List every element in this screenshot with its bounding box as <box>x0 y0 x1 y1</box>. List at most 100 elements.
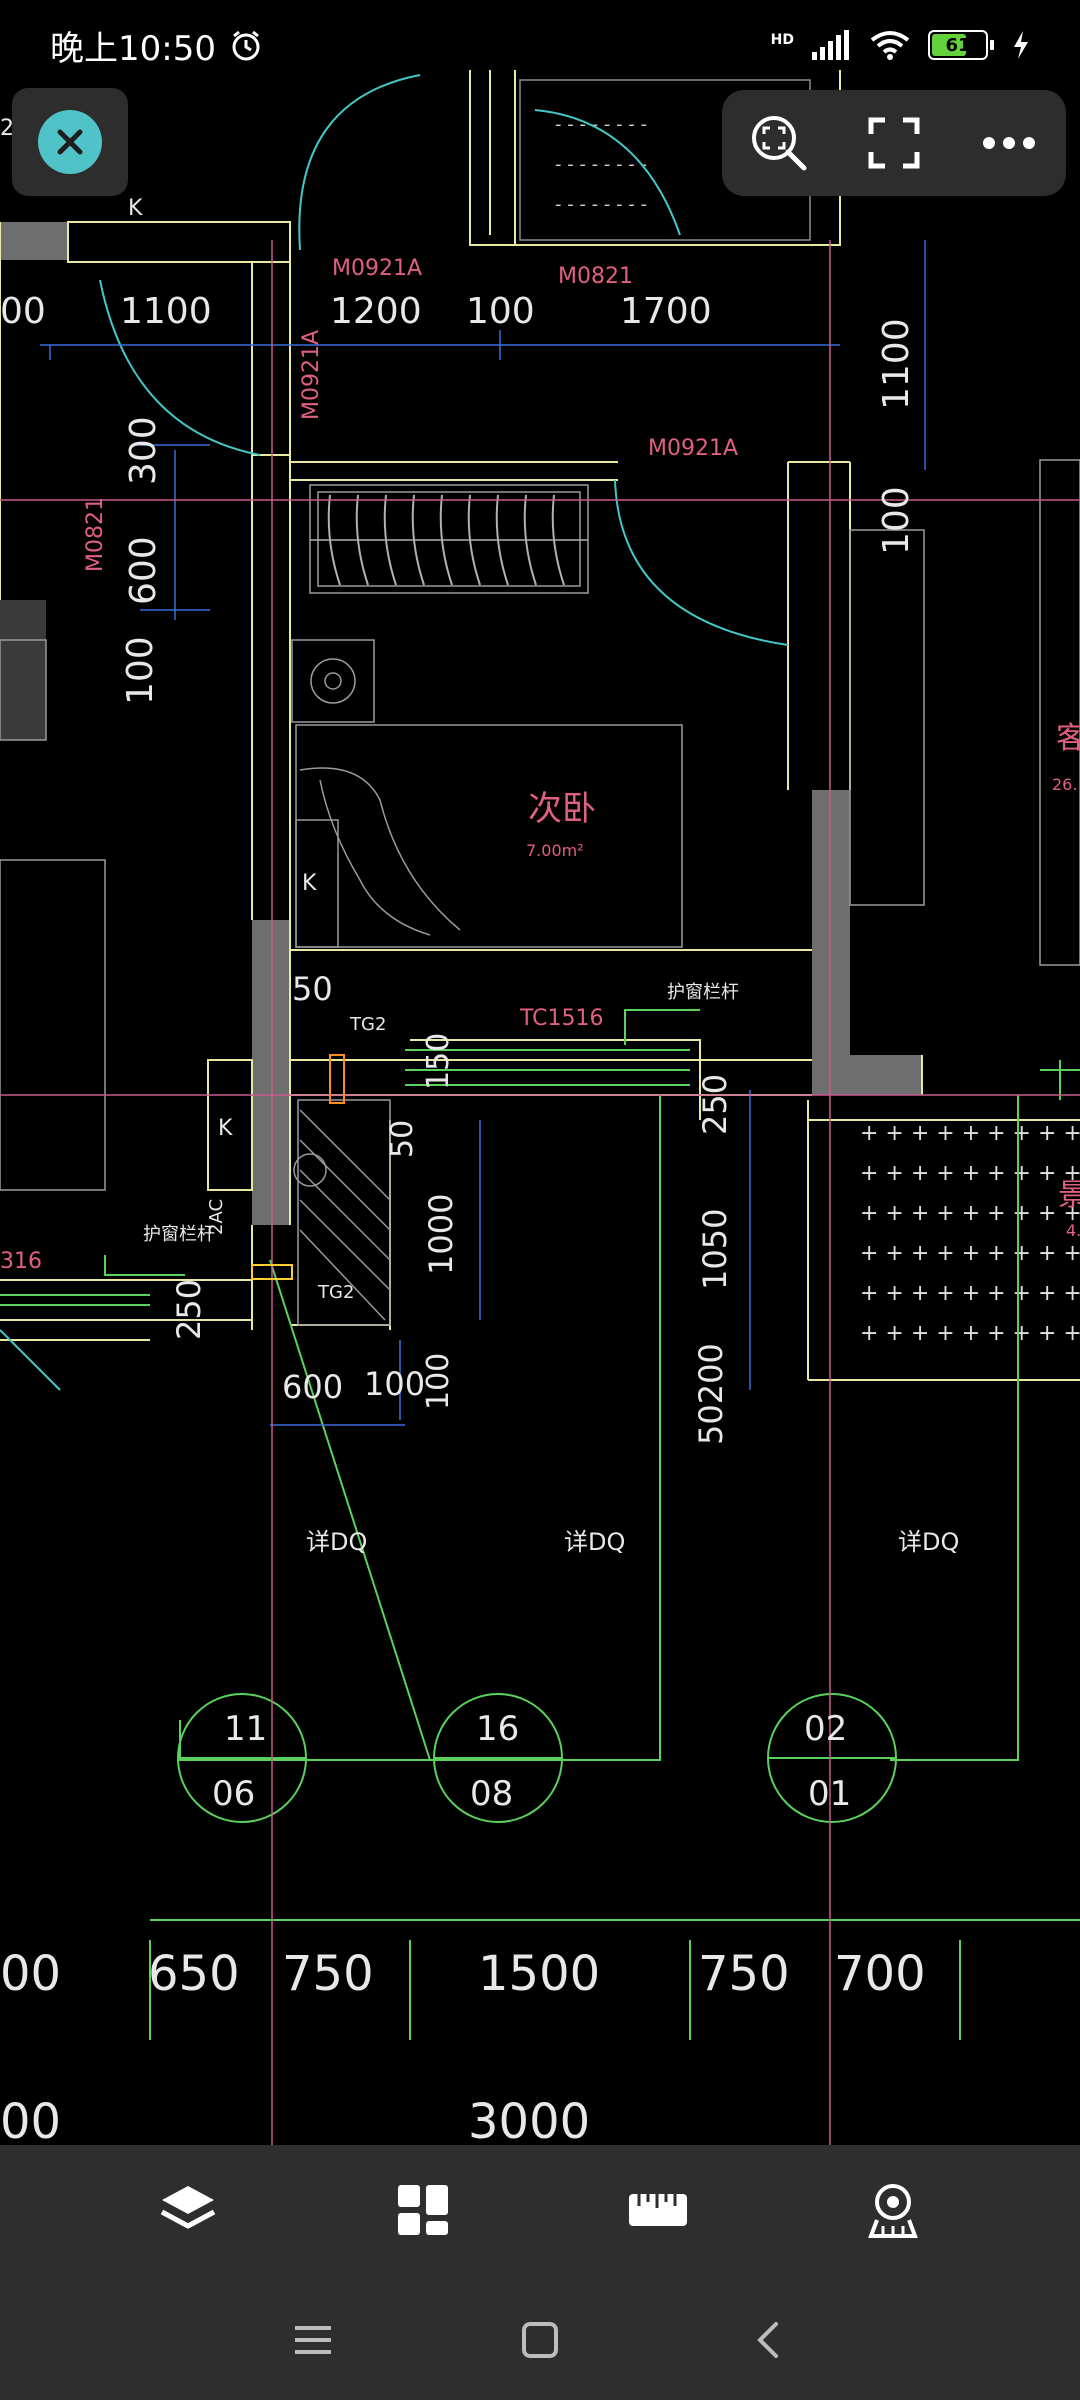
railing-label: 护窗栏杆 <box>667 982 739 1003</box>
dim-label: 100 <box>364 1365 425 1403</box>
battery-indicator: 61 <box>928 30 994 60</box>
dim-label: 100 <box>466 291 535 332</box>
dim-label: 1700 <box>620 291 712 332</box>
door-label: M0821 <box>83 497 108 572</box>
menu-icon <box>295 2326 332 2354</box>
dim-label: 1100 <box>876 318 917 410</box>
dim-label: 3000 <box>468 2094 590 2145</box>
door-label: M0921A <box>648 436 738 461</box>
dim-label: 600 <box>282 1368 343 1406</box>
dim-label: 700 <box>834 1946 926 2002</box>
viewer-icon <box>867 2184 918 2238</box>
ruler-icon <box>628 2194 687 2226</box>
svg-text:+ + + + + + + + +: + + + + + + + + + <box>860 1121 1080 1146</box>
dim-label: 1500 <box>478 1946 600 2002</box>
dim-partial: 2 <box>0 116 14 141</box>
viewer-button[interactable] <box>848 2165 938 2255</box>
window-label: TC1516 <box>519 1006 604 1031</box>
dim-label: 1050 <box>696 1209 734 1290</box>
k-label: K <box>218 1116 233 1141</box>
dim-label: 300 <box>123 416 164 485</box>
dim-label: 100 <box>421 1353 456 1410</box>
axis-label-top: 02 <box>804 1709 847 1749</box>
axis-label-bottom: 08 <box>470 1774 513 1814</box>
more-button[interactable] <box>969 103 1049 183</box>
k-label: K <box>302 871 317 896</box>
status-bar: 晚上10:50 HD 61 <box>0 0 1080 90</box>
dim-label: 650 <box>148 1946 240 2002</box>
ac-label: 2AC <box>206 1199 227 1235</box>
measure-button[interactable] <box>613 2165 703 2255</box>
k-label: K <box>128 196 143 221</box>
room-name-partial: 客 <box>1056 721 1080 756</box>
layout-icon <box>397 2185 448 2235</box>
dim-label: 00 <box>0 291 46 332</box>
back-icon <box>756 2322 778 2358</box>
door-label: M0821 <box>558 264 633 289</box>
fullscreen-button[interactable] <box>854 103 934 183</box>
layout-button[interactable] <box>378 2165 468 2255</box>
bottom-toolbar <box>0 2145 1080 2275</box>
dim-label: 750 <box>282 1946 374 2002</box>
dim-label: 00 <box>0 1946 61 2002</box>
close-button[interactable] <box>12 88 128 196</box>
fullscreen-icon <box>868 117 920 169</box>
dim-label: 1200 <box>330 291 422 332</box>
more-icon <box>982 137 1035 149</box>
dim-label: 00 <box>0 2094 61 2145</box>
svg-text:- - - - - - - -: - - - - - - - - <box>555 194 647 215</box>
clock-time: 晚上10:50 <box>50 28 216 69</box>
dim-label: 250 <box>696 1074 734 1135</box>
svg-text:- - - - - - - -: - - - - - - - - <box>555 154 647 175</box>
home-button[interactable] <box>505 2305 575 2375</box>
dim-label: 50200 <box>692 1343 730 1445</box>
detail-label: 详DQ <box>306 1528 367 1556</box>
room-name-partial: 景 <box>1058 1178 1080 1213</box>
svg-text:+ + + + + + + + +: + + + + + + + + + <box>860 1241 1080 1266</box>
dim-label: 150 <box>421 1033 456 1090</box>
door-label: M0921A <box>299 330 324 420</box>
dim-label: 1100 <box>120 291 212 332</box>
cad-drawing-canvas[interactable]: - - - - - - - - - - - - - - - - - - - - … <box>0 0 1080 2145</box>
detail-label: 详DQ <box>564 1528 625 1556</box>
dim-label: 250 <box>170 1279 208 1340</box>
menu-button[interactable] <box>278 2305 348 2375</box>
dim-label: 100 <box>876 486 917 555</box>
door-label: M0921A <box>332 256 422 281</box>
zoom-fit-icon <box>752 116 807 171</box>
signal-icon <box>812 30 849 60</box>
detail-label: 详DQ <box>898 1528 959 1556</box>
home-icon <box>521 2322 558 2358</box>
network-label: HD <box>770 32 794 48</box>
room-area-partial: 26. <box>1052 775 1077 794</box>
dim-label: 750 <box>698 1946 790 2002</box>
dim-label: 600 <box>123 536 164 605</box>
room-name: 次卧 <box>528 789 596 829</box>
window-label-left: 316 <box>0 1249 42 1274</box>
back-button[interactable] <box>732 2305 802 2375</box>
tg-label: TG2 <box>349 1014 386 1035</box>
layers-icon <box>160 2186 215 2229</box>
tg-label: TG2 <box>317 1282 354 1303</box>
dim-label: 100 <box>120 636 161 705</box>
axis-label-bottom: 06 <box>212 1774 255 1814</box>
bottom-bar <box>0 2145 1080 2400</box>
layers-button[interactable] <box>143 2165 233 2255</box>
svg-text:+ + + + + + + + +: + + + + + + + + + <box>860 1281 1080 1306</box>
system-nav-bar <box>0 2295 1080 2385</box>
svg-text:+ + + + + + + + +: + + + + + + + + + <box>860 1321 1080 1346</box>
room-area-partial: 4. <box>1066 1221 1080 1240</box>
close-icon <box>38 110 102 174</box>
axis-label-top: 16 <box>476 1709 519 1749</box>
battery-level: 61 <box>945 34 971 56</box>
svg-text:+ + + + + + + + +: + + + + + + + + + <box>860 1201 1080 1226</box>
railing-label: 护窗栏杆 <box>143 1224 215 1245</box>
dim-label: 50 <box>292 970 333 1008</box>
axis-label-top: 11 <box>224 1709 267 1749</box>
dim-label: 50 <box>385 1120 420 1158</box>
zoom-fit-button[interactable] <box>739 103 819 183</box>
axis-label-bottom: 01 <box>808 1774 851 1814</box>
room-area: 7.00m² <box>526 841 584 860</box>
wifi-icon <box>870 31 910 60</box>
top-toolbar <box>722 90 1066 196</box>
